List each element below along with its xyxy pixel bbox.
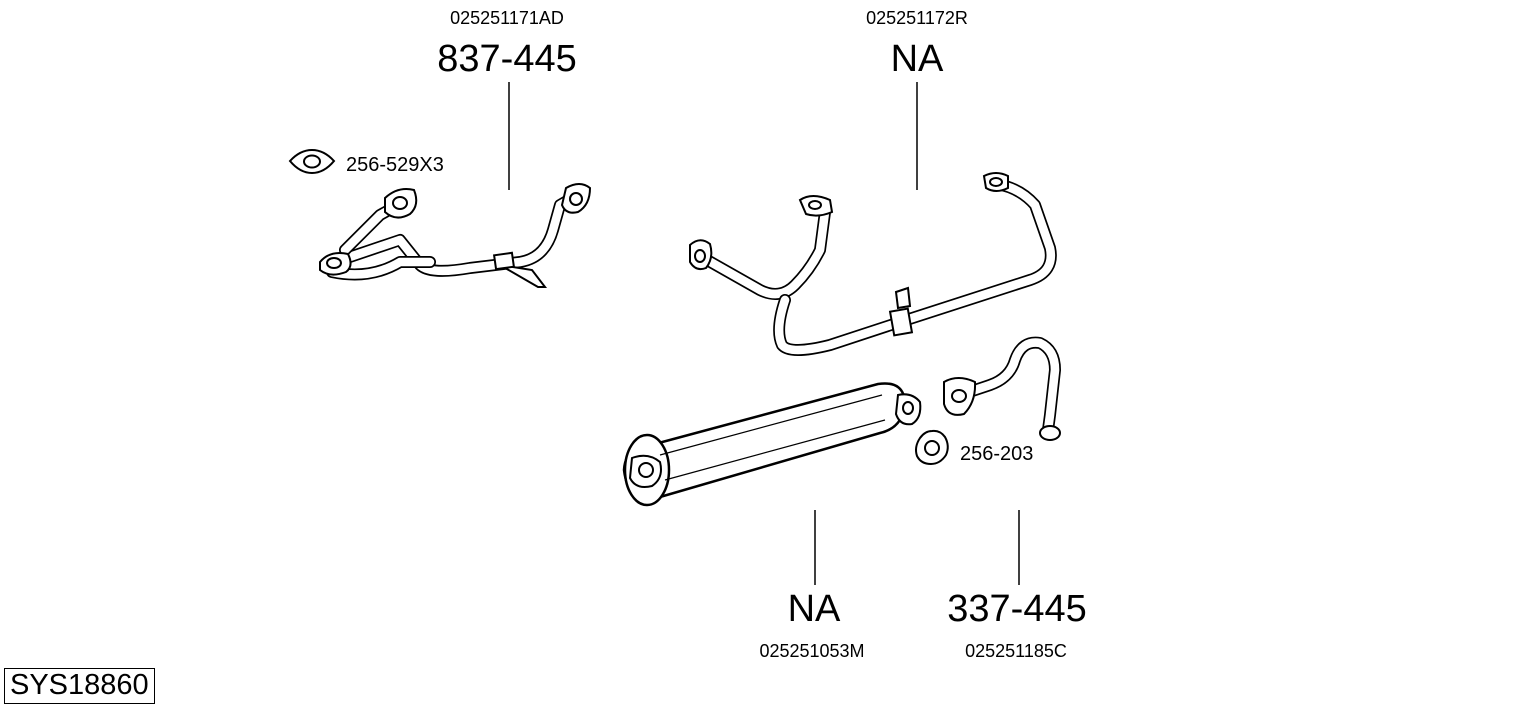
gasket-code-rear: 256-203 — [960, 443, 1034, 465]
gasket-triangle-icon — [915, 429, 949, 466]
part-code-middle-pipe: NA — [890, 38, 944, 80]
part-code-front-pipe: 837-445 — [437, 38, 577, 80]
system-id-label: SYS18860 — [4, 668, 155, 704]
oem-number-tail-pipe: 025251185C — [965, 641, 1067, 661]
oem-number-middle-pipe: 025251172R — [866, 8, 968, 28]
front-pipe-drawing — [319, 183, 592, 288]
oem-number-silencer: 025251053M — [759, 641, 865, 661]
part-code-tail-pipe: 337-445 — [947, 588, 1087, 630]
oem-number-front-pipe: 025251171AD — [450, 8, 564, 28]
tail-pipe-drawing — [943, 336, 1061, 441]
middle-pipe-drawing — [689, 172, 1057, 356]
gasket-code-front: 256-529X3 — [346, 154, 444, 176]
silencer-drawing — [622, 382, 922, 507]
part-code-silencer: NA — [787, 588, 841, 630]
gasket-oval-icon — [288, 148, 336, 175]
